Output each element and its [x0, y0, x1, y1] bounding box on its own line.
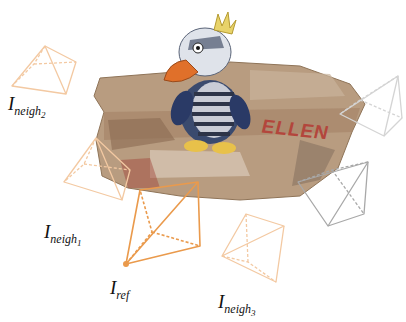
- image-symbol: I: [44, 221, 50, 242]
- image-subscript: ref: [116, 288, 129, 302]
- camera-frustum: [12, 46, 76, 94]
- image-subscript: 1: [77, 238, 82, 248]
- image-subscript: neigh: [14, 104, 41, 118]
- toy-puffin: [164, 12, 255, 154]
- camera-label: Ineigh1: [44, 222, 82, 248]
- image-symbol: I: [218, 291, 224, 312]
- camera-label: Ineigh2: [8, 94, 46, 120]
- camera-frustum: [298, 162, 368, 226]
- image-subscript: 3: [251, 308, 256, 318]
- image-subscript: 2: [41, 110, 46, 120]
- camera-frustum: [124, 182, 200, 266]
- camera-label: Iref: [110, 278, 129, 301]
- image-subscript: neigh: [224, 302, 251, 316]
- camera-frustum: [340, 76, 402, 136]
- image-symbol: I: [110, 277, 116, 298]
- reconstructed-surface: [94, 62, 365, 200]
- image-symbol: I: [8, 93, 14, 114]
- camera-label: Ineigh3: [218, 292, 256, 318]
- camera-frustum: [64, 138, 130, 200]
- image-subscript: neigh: [50, 232, 77, 246]
- camera-frustum: [222, 214, 284, 282]
